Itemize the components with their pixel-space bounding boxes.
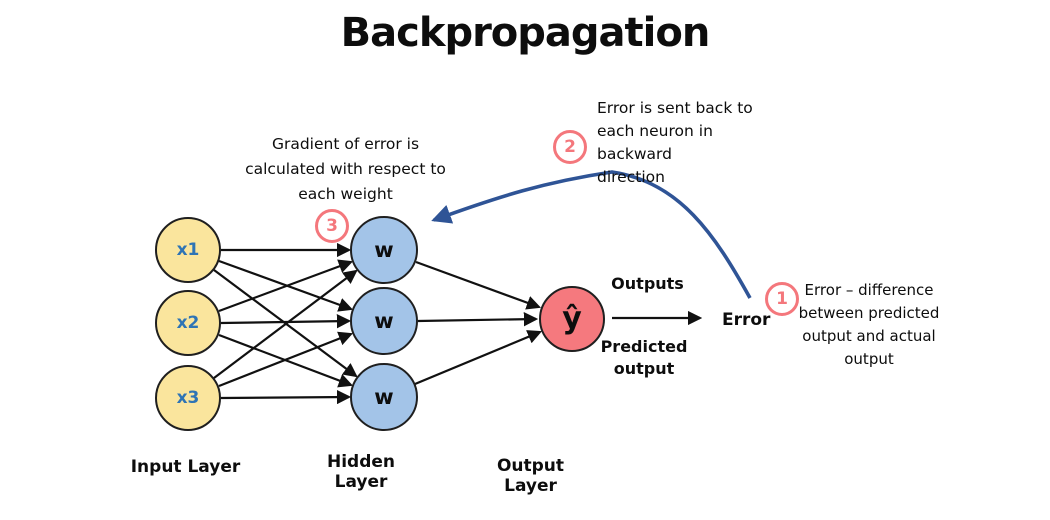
step-badge-3-number: 3 — [326, 216, 338, 236]
edge-x2-w1 — [218, 259, 354, 313]
error-definition-line1: Error – difference — [804, 281, 934, 299]
step-badge-2-number: 2 — [564, 137, 576, 157]
output-node-yhat-label: ŷ — [562, 301, 582, 336]
edges-input-hidden — [213, 242, 358, 405]
backward-annotation-line2: each neuron in backward — [597, 122, 713, 163]
backward-annotation: Error is sent back to each neuron in bac… — [597, 97, 792, 189]
input-node-x1-label: x1 — [176, 240, 200, 260]
edge-w3-yhat — [414, 330, 542, 386]
output-node-yhat: ŷ — [539, 286, 605, 352]
input-node-x2: x2 — [155, 290, 221, 356]
edge-w2-yhat — [417, 312, 539, 327]
edge-x2-w2 — [220, 314, 352, 329]
edges-hidden-output — [414, 260, 542, 386]
output-layer-label: Output Layer — [496, 456, 565, 496]
predicted-output-label: Predicted output — [600, 337, 688, 378]
input-node-x2-label: x2 — [176, 313, 200, 333]
error-definition-line4: output — [844, 350, 894, 368]
backward-annotation-line3: direction — [597, 168, 665, 186]
step-badge-3: 3 — [315, 209, 349, 243]
hidden-node-w2: w — [350, 287, 418, 355]
input-node-x1: x1 — [155, 217, 221, 283]
error-definition-line2: between predicted — [798, 304, 940, 322]
feedback-arrow — [431, 170, 752, 299]
error-definition-line3: output and actual — [802, 327, 936, 345]
hidden-node-w2-label: w — [374, 309, 394, 333]
step-badge-1-number: 1 — [776, 289, 788, 309]
gradient-annotation: Gradient of error is calculated with res… — [238, 132, 453, 207]
edge-x3-w3 — [220, 389, 352, 405]
hidden-node-w1: w — [350, 216, 418, 284]
backward-annotation-line1: Error is sent back to — [597, 99, 753, 117]
hidden-node-w3-label: w — [374, 385, 394, 409]
page-title: Backpropagation — [340, 10, 711, 56]
step-badge-2: 2 — [553, 130, 587, 164]
error-label: Error — [722, 310, 771, 330]
edge-w1-yhat — [415, 260, 542, 310]
edge-x1-w2 — [218, 259, 354, 312]
input-layer-label: Input Layer — [130, 457, 241, 477]
input-node-x3-label: x3 — [176, 388, 200, 408]
hidden-layer-label: Hidden Layer — [326, 452, 396, 492]
input-node-x3: x3 — [155, 365, 221, 431]
outputs-label: Outputs — [611, 274, 684, 293]
edge-x3-w2 — [218, 331, 353, 388]
edge-x3-w1 — [213, 269, 358, 379]
hidden-node-w1-label: w — [374, 238, 394, 262]
hidden-node-w3: w — [350, 363, 418, 431]
gradient-annotation-line1: Gradient of error is — [271, 135, 420, 153]
gradient-annotation-line3: each weight — [298, 185, 393, 203]
step-badge-1: 1 — [765, 282, 799, 316]
gradient-annotation-line2: calculated with respect to — [245, 160, 446, 178]
error-definition-annotation: Error – difference between predicted out… — [795, 279, 943, 371]
